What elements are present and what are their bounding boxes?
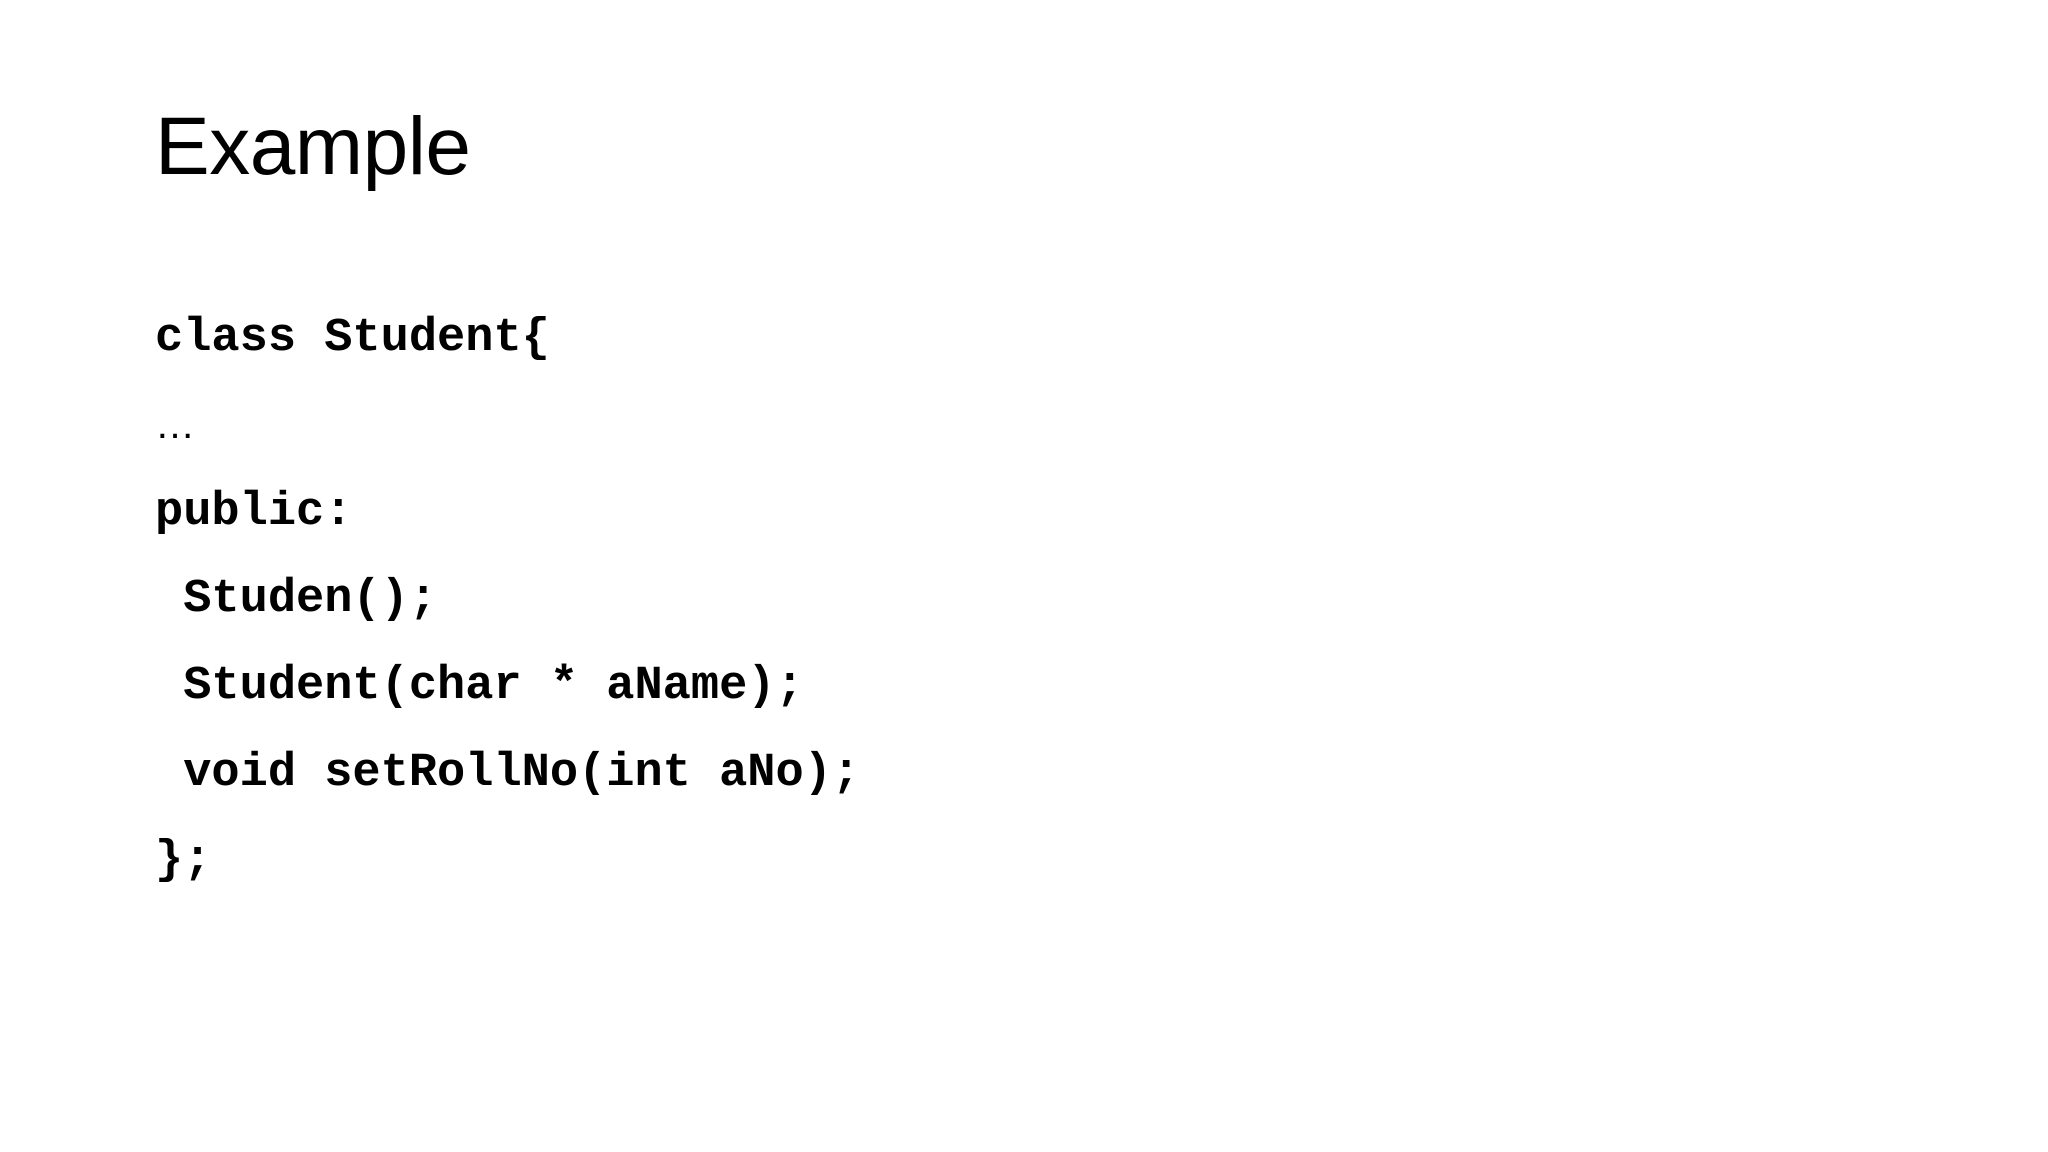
- code-line: Studen();: [155, 573, 438, 626]
- page-title: Example: [155, 101, 471, 192]
- code-line: void setRollNo(int aNo);: [155, 747, 861, 800]
- code-block: class Student{ … public: Studen(); Stude…: [155, 295, 1855, 904]
- code-line: public:: [155, 486, 353, 539]
- code-line: class Student{: [155, 312, 550, 365]
- code-line: Student(char * aName);: [155, 660, 804, 713]
- code-line: };: [155, 834, 212, 887]
- code-line-ellipsis: …: [155, 403, 197, 447]
